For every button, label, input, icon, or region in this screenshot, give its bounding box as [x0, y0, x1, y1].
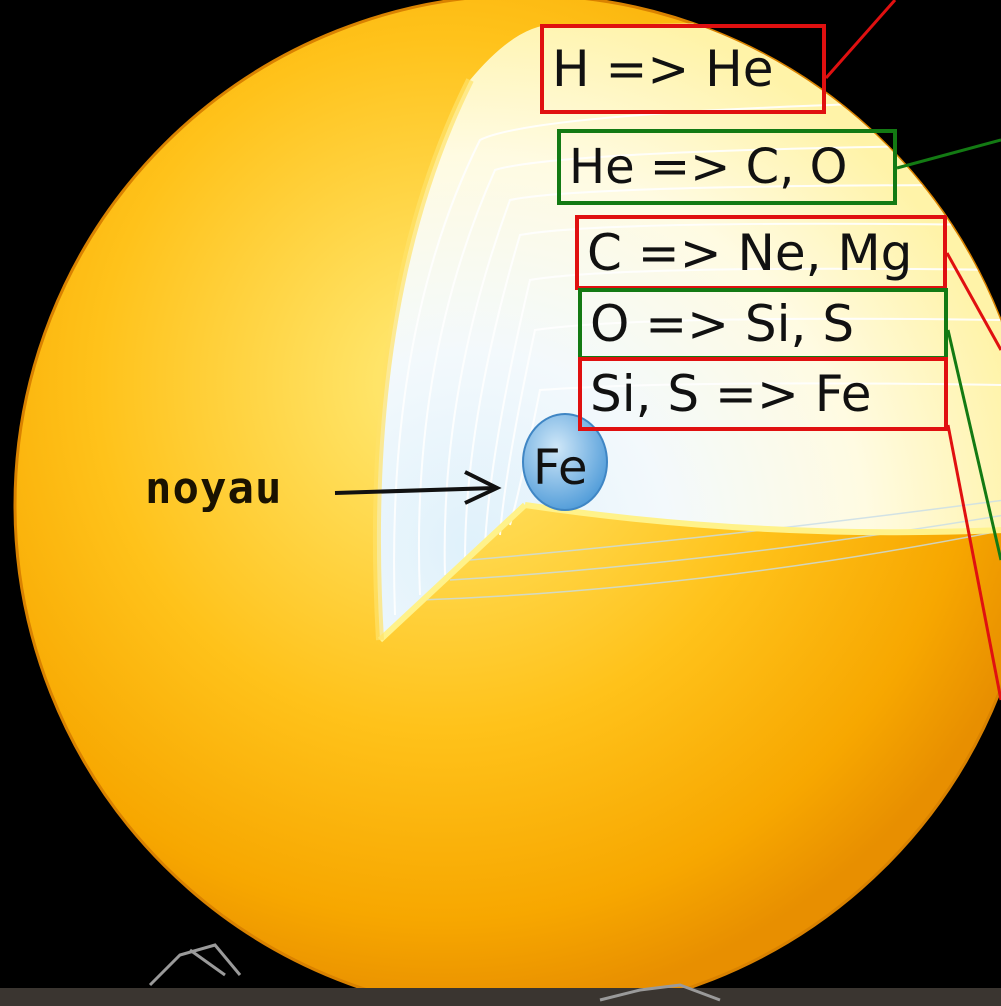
- shell-layers: [393, 99, 1001, 616]
- iron-core: [522, 413, 608, 511]
- shell-label-oxygen: O => Si, S: [578, 288, 948, 360]
- label-leader-lines: [824, 0, 1001, 701]
- core-label-noyau: noyau: [145, 463, 283, 514]
- ground-strip: [0, 988, 1001, 1006]
- shell-label-hydrogen: H => He: [540, 24, 826, 114]
- shell-label-hydrogen-text: H => He: [552, 40, 774, 98]
- shell-label-helium-text: He => C, O: [569, 139, 848, 195]
- shell-label-carbon: C => Ne, Mg: [575, 215, 947, 290]
- shell-label-silicon-text: Si, S => Fe: [590, 365, 872, 423]
- shell-label-carbon-text: C => Ne, Mg: [587, 223, 913, 282]
- shell-label-helium: He => C, O: [557, 129, 897, 205]
- ground-structure: [148, 943, 721, 1002]
- core-label-iron: Fe: [533, 440, 588, 496]
- shell-label-oxygen-text: O => Si, S: [590, 295, 855, 353]
- noyau-arrow: [334, 470, 502, 505]
- shell-label-silicon: Si, S => Fe: [578, 357, 948, 431]
